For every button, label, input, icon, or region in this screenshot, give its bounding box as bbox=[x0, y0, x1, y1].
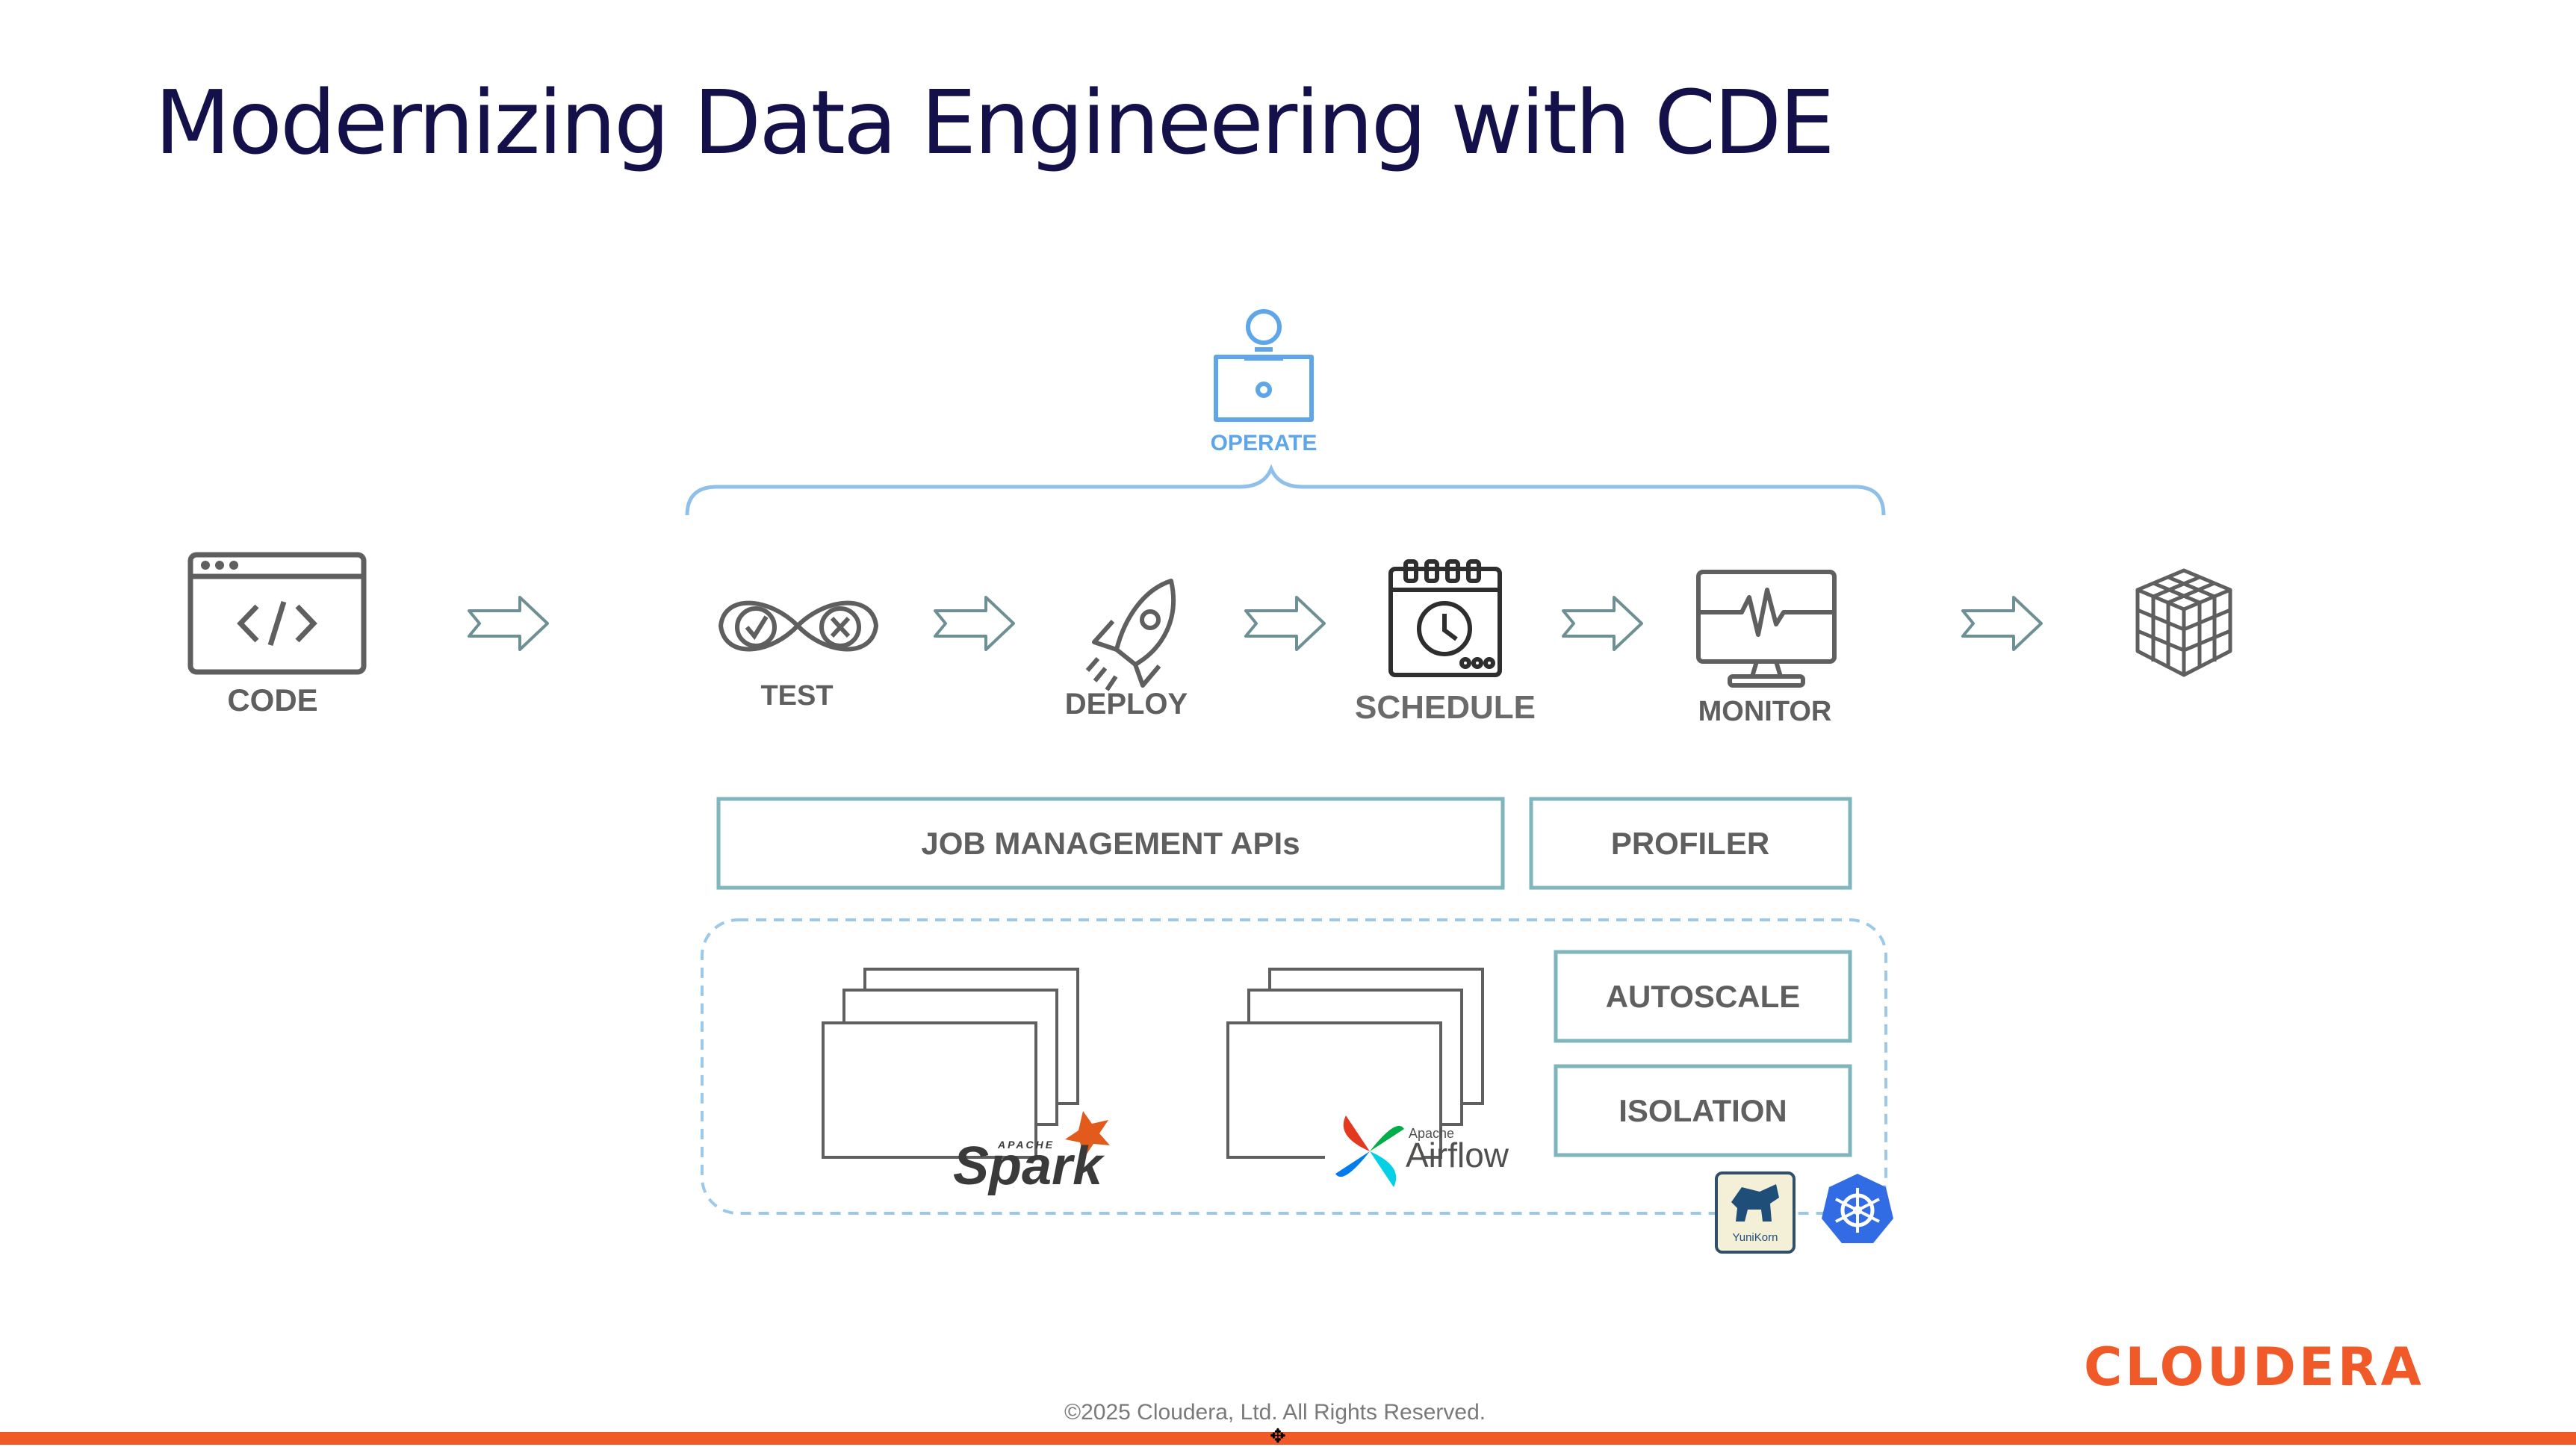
spark-job-stack bbox=[822, 968, 1079, 1159]
profiler-box bbox=[1529, 797, 1852, 890]
spark-logo-text: Spark bbox=[953, 1136, 1105, 1196]
move-cursor-icon: ✥ bbox=[1270, 1425, 1286, 1447]
job-management-apis-box bbox=[716, 797, 1505, 890]
yunikorn-label: YuniKorn bbox=[1733, 1231, 1778, 1244]
isolation-box bbox=[1554, 1064, 1852, 1157]
autoscale-label: AUTOSCALE bbox=[1606, 979, 1801, 1014]
accent-bar bbox=[0, 1432, 2576, 1445]
cloudera-logo: CLOUDERA bbox=[2084, 1336, 2424, 1398]
arrow-icon bbox=[1562, 596, 1643, 651]
copyright-footer: ©2025 Cloudera, Ltd. All Rights Reserved… bbox=[1064, 1400, 1486, 1425]
yunikorn-logo: YuniKorn bbox=[1715, 1171, 1796, 1254]
test-label: TEST bbox=[760, 680, 833, 712]
kubernetes-helm-icon bbox=[1822, 1174, 1893, 1243]
monitor-heartbeat-icon bbox=[1696, 570, 1837, 688]
arrow-icon bbox=[1244, 596, 1326, 651]
data-cube-icon bbox=[2135, 568, 2232, 677]
calendar-clock-icon bbox=[1388, 559, 1502, 677]
spark-logo-small: APACHE bbox=[997, 1139, 1055, 1151]
monitor-label: MONITOR bbox=[1698, 696, 1832, 727]
arrow-icon bbox=[1961, 596, 2043, 651]
job-management-apis-label: JOB MANAGEMENT APIs bbox=[921, 826, 1300, 861]
spark-logo: APACHE Spark bbox=[953, 1111, 1110, 1196]
profiler-label: PROFILER bbox=[1611, 826, 1769, 861]
arrow-icon bbox=[468, 596, 549, 651]
airflow-logo-text: Airflow bbox=[1406, 1136, 1509, 1174]
operate-brace bbox=[685, 464, 1886, 516]
rocket-icon bbox=[1085, 579, 1176, 691]
cluster-container bbox=[701, 918, 1887, 1215]
operator-laptop-icon bbox=[1214, 309, 1314, 422]
slide-title: Modernizing Data Engineering with CDE bbox=[155, 71, 1835, 174]
schedule-label: SCHEDULE bbox=[1355, 689, 1536, 726]
code-window-icon bbox=[187, 552, 367, 675]
autoscale-box bbox=[1554, 950, 1852, 1043]
deploy-label: DEPLOY bbox=[1065, 688, 1188, 721]
airflow-pinwheel-icon bbox=[1325, 1115, 1422, 1198]
airflow-logo-small: Apache bbox=[1409, 1126, 1454, 1141]
infinity-check-icon bbox=[718, 600, 879, 652]
isolation-label: ISOLATION bbox=[1618, 1093, 1787, 1128]
airflow-logo: Apache Airflow bbox=[1325, 1115, 1509, 1198]
arrow-icon bbox=[934, 596, 1015, 651]
code-label: CODE bbox=[227, 682, 317, 718]
operate-label: OPERATE bbox=[1211, 431, 1318, 455]
